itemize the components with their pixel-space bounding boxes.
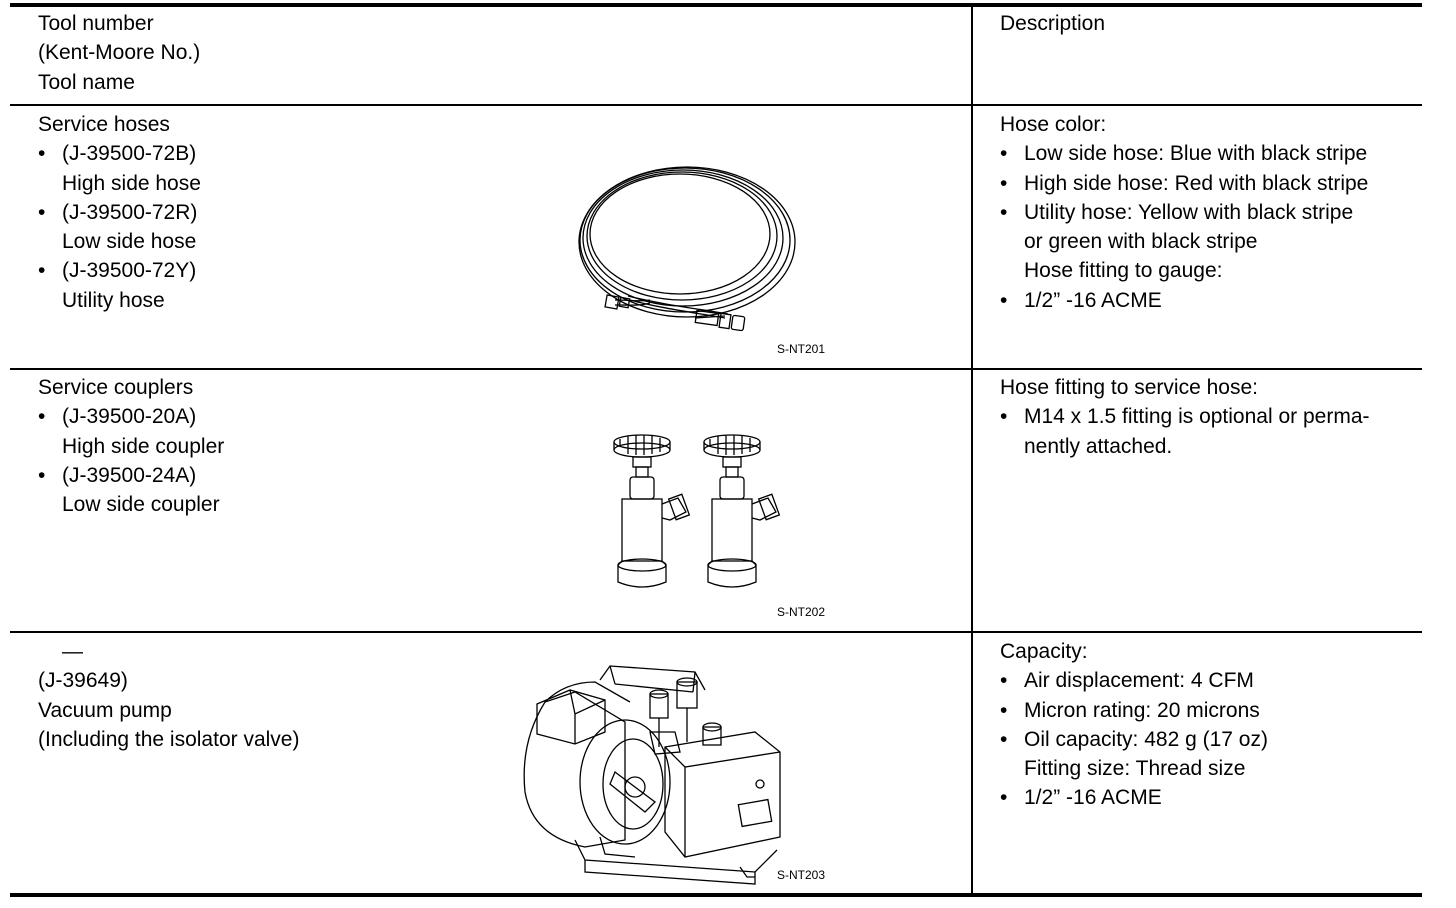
tool-dash: — bbox=[62, 640, 83, 663]
tool-item-number: •(J-39500-72Y) bbox=[38, 259, 197, 283]
figure-code: S-NT201 bbox=[777, 342, 826, 356]
description-line: Hose fitting to service hose: bbox=[1000, 376, 1258, 399]
tool-item-number: •(J-39500-20A) bbox=[38, 405, 197, 429]
description-line: nently attached. bbox=[1024, 434, 1173, 458]
description-bullet: •Oil capacity: 482 g (17 oz) bbox=[1000, 727, 1268, 751]
tool-name: Vacuum pump bbox=[38, 698, 172, 722]
table-bottom-rule bbox=[10, 893, 1422, 897]
description-line: Fitting size: Thread size bbox=[1024, 757, 1246, 781]
tool-item-name: High side coupler bbox=[62, 434, 225, 458]
row-vacuum-pump-description: Capacity: •Air displacement: 4 CFM •Micr… bbox=[1000, 637, 1268, 813]
description-bullet: •Air displacement: 4 CFM bbox=[1000, 669, 1254, 693]
description-bullet: •M14 x 1.5 fitting is optional or perma- bbox=[1000, 405, 1370, 429]
service-coupler-illustration bbox=[613, 434, 781, 588]
row-service-couplers-description: Hose fitting to service hose: •M14 x 1.5… bbox=[1000, 373, 1370, 461]
tool-item-number: •(J-39500-72R) bbox=[38, 200, 198, 224]
tool-item-number: •(J-39500-24A) bbox=[38, 463, 197, 487]
service-hose-illustration bbox=[578, 166, 796, 332]
row-vacuum-pump-tool: — (J-39649) Vacuum pump (Including the i… bbox=[38, 637, 299, 754]
tool-note: (Including the isolator valve) bbox=[38, 727, 300, 751]
tool-item-name: Utility hose bbox=[62, 288, 165, 312]
header-description: Description bbox=[1000, 12, 1106, 35]
description-line: Capacity: bbox=[1000, 640, 1088, 663]
header-tool-number: Tool number bbox=[38, 12, 154, 35]
description-bullet: •Micron rating: 20 microns bbox=[1000, 698, 1260, 722]
description-line: or green with black stripe bbox=[1024, 230, 1258, 254]
header-kent-moore: (Kent-Moore No.) bbox=[38, 41, 201, 65]
row-service-hoses-description: Hose color: •Low side hose: Blue with bl… bbox=[1000, 110, 1368, 315]
table-top-rule bbox=[10, 3, 1422, 7]
header-tool-column: Tool number (Kent-Moore No.) Tool name bbox=[38, 9, 200, 97]
description-bullet: •1/2” -16 ACME bbox=[1000, 786, 1162, 810]
description-bullet: •Utility hose: Yellow with black stripe bbox=[1000, 200, 1354, 224]
figure-code: S-NT202 bbox=[777, 605, 826, 619]
tool-kent-moore-number: (J-39649) bbox=[38, 669, 128, 693]
tool-title: Service hoses bbox=[38, 113, 170, 136]
description-line: Hose fitting to gauge: bbox=[1024, 259, 1223, 283]
row-service-hoses-tool: Service hoses •(J-39500-72B) High side h… bbox=[38, 110, 201, 315]
description-line: Hose color: bbox=[1000, 113, 1107, 136]
tool-title: Service couplers bbox=[38, 376, 194, 399]
description-bullet: •1/2” -16 ACME bbox=[1000, 288, 1162, 312]
tool-item-number: •(J-39500-72B) bbox=[38, 142, 197, 166]
header-tool-name: Tool name bbox=[38, 70, 135, 94]
tool-item-name: Low side coupler bbox=[62, 493, 220, 517]
tool-item-name: Low side hose bbox=[62, 230, 197, 254]
row-divider-2 bbox=[10, 631, 1422, 633]
header-divider bbox=[10, 104, 1422, 106]
row-service-couplers-tool: Service couplers •(J-39500-20A) High sid… bbox=[38, 373, 224, 519]
column-divider bbox=[971, 4, 973, 895]
row-divider-1 bbox=[10, 368, 1422, 370]
tool-item-name: High side hose bbox=[62, 171, 201, 195]
header-description-column: Description bbox=[1000, 9, 1105, 38]
figure-code: S-NT203 bbox=[777, 868, 826, 882]
description-bullet: •Low side hose: Blue with black stripe bbox=[1000, 142, 1368, 166]
description-bullet: •High side hose: Red with black stripe bbox=[1000, 171, 1369, 195]
vacuum-pump-illustration bbox=[523, 665, 781, 885]
